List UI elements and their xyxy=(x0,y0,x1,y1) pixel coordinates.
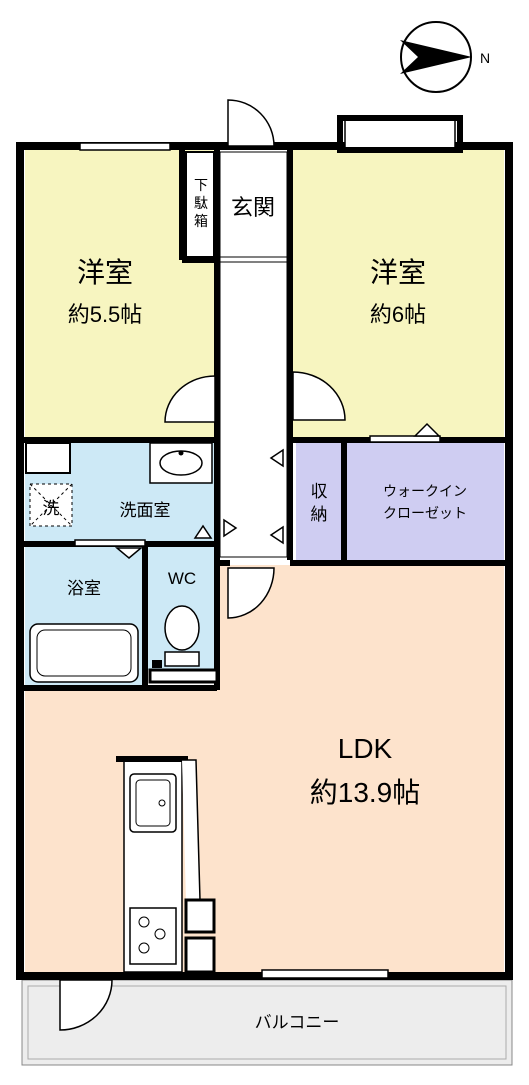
kitchen-cabinet-lower xyxy=(184,936,216,974)
balcony-inner-line xyxy=(27,985,507,1060)
cooktop xyxy=(129,907,177,965)
walk-in-closet-line2: クローゼット xyxy=(383,505,467,521)
north-arrow-icon: N xyxy=(400,21,490,93)
entrance-label: 玄関 xyxy=(231,195,275,220)
ldk-size: 約13.9帖 xyxy=(310,777,421,808)
walk-in-closet-floor xyxy=(347,442,504,560)
ldk-name: LDK xyxy=(338,733,393,764)
balcony-label: バルコニー xyxy=(255,1013,340,1032)
bedroom-west-size: 約5.5帖 xyxy=(68,302,143,327)
windows xyxy=(74,119,456,979)
sliding-door-markers xyxy=(114,422,441,559)
hallway xyxy=(219,256,288,558)
bedroom-west-name: 洋室 xyxy=(77,257,133,288)
walk-in-closet-line1: ウォークイン xyxy=(383,483,467,499)
bedroom-east-size: 約6帖 xyxy=(370,302,426,327)
bedroom-east-name: 洋室 xyxy=(370,257,426,288)
bay-window-frame xyxy=(337,115,463,153)
toilet-label: WC xyxy=(168,569,196,588)
washroom-label: 洗面室 xyxy=(120,501,171,520)
door-swings xyxy=(59,99,346,1031)
storage-floor xyxy=(296,442,342,560)
toilet-bowl xyxy=(164,605,200,651)
shoe-box xyxy=(185,151,215,258)
washer-label: 洗 xyxy=(43,499,60,518)
storage-char-1: 収 xyxy=(311,482,328,501)
toilet-tank xyxy=(164,651,200,667)
washroom-cabinet xyxy=(25,442,71,474)
bathroom-label: 浴室 xyxy=(67,579,101,598)
shoe-box-char-1: 下 xyxy=(194,177,208,193)
storage-char-2: 納 xyxy=(311,505,328,524)
kitchen-cabinet-upper xyxy=(184,898,216,934)
interior-walls xyxy=(20,150,509,691)
shoe-box-char-3: 箱 xyxy=(194,213,208,229)
compass-north-label: N xyxy=(480,50,490,66)
shoe-box-char-2: 駄 xyxy=(194,195,208,211)
